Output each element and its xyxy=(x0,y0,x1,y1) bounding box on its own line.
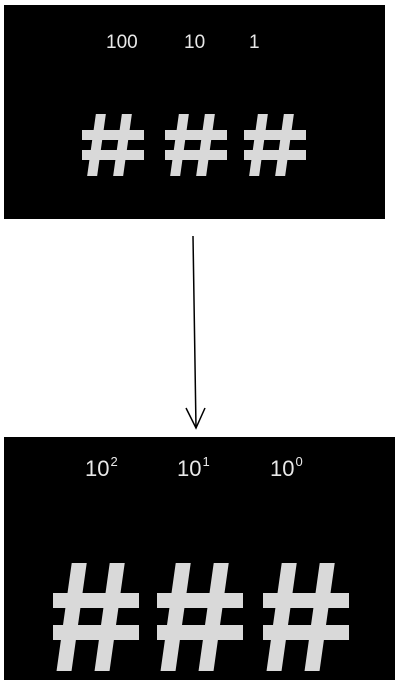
power-base: 10 xyxy=(85,456,110,481)
power-hundreds-label: 102 xyxy=(85,455,118,481)
bottom-panel-powers-of-ten: 102 101 100 xyxy=(4,437,395,680)
power-base: 10 xyxy=(270,456,295,481)
power-exponent: 0 xyxy=(295,454,303,469)
hash-icon xyxy=(50,561,142,673)
top-panel-place-values: 100 10 1 xyxy=(4,5,385,219)
power-ones-label: 100 xyxy=(270,455,303,481)
power-exponent: 2 xyxy=(110,454,118,469)
place-value-ones-label: 1 xyxy=(249,32,260,53)
power-base: 10 xyxy=(177,456,202,481)
power-tens-label: 101 xyxy=(177,455,210,481)
power-exponent: 1 xyxy=(202,454,210,469)
hash-icon xyxy=(163,113,229,177)
hash-icon xyxy=(242,113,308,177)
place-value-tens-label: 10 xyxy=(184,32,206,53)
place-value-hundreds-label: 100 xyxy=(106,32,138,53)
hash-icon xyxy=(80,113,146,177)
hash-icon xyxy=(154,561,246,673)
hash-icon xyxy=(260,561,352,673)
